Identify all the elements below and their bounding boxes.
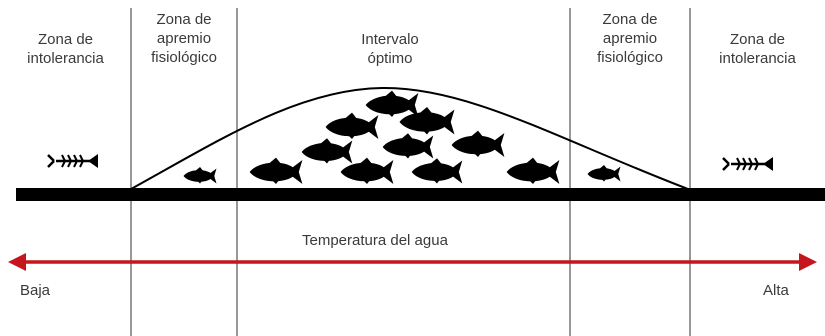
zone-label-optimal: Intervalo óptimo (361, 31, 419, 67)
fish-icon (249, 157, 303, 184)
fish-skeleton-icon (46, 152, 100, 170)
baseline-bar (16, 188, 825, 201)
zone-label-intolerance-low: Zona de intolerancia (27, 31, 104, 67)
zone-label-stress-high: Zona de apremio fisiológico (597, 11, 663, 66)
fish-icon (301, 138, 353, 164)
fish-group (183, 90, 621, 184)
fish-icon (506, 157, 560, 184)
axis-low-label: Baja (20, 282, 51, 299)
axis-title: Temperatura del agua (302, 232, 448, 249)
fish-icon (340, 157, 394, 184)
tolerance-curve (130, 86, 689, 190)
fish-icon (382, 133, 434, 159)
temperature-arrow (8, 253, 817, 271)
fish-icon (399, 107, 455, 135)
fish-icon (587, 165, 621, 182)
fish-icon (451, 130, 505, 157)
fish-skeleton-icon (721, 155, 775, 173)
axis-high-label: Alta (763, 282, 789, 299)
fish-icon (365, 90, 419, 117)
fish-icon (325, 112, 379, 139)
zone-label-intolerance-high: Zona de intolerancia (719, 31, 796, 67)
fish-icon (411, 158, 463, 184)
fish-icon (183, 167, 217, 184)
zone-label-stress-low: Zona de apremio fisiológico (151, 11, 217, 66)
